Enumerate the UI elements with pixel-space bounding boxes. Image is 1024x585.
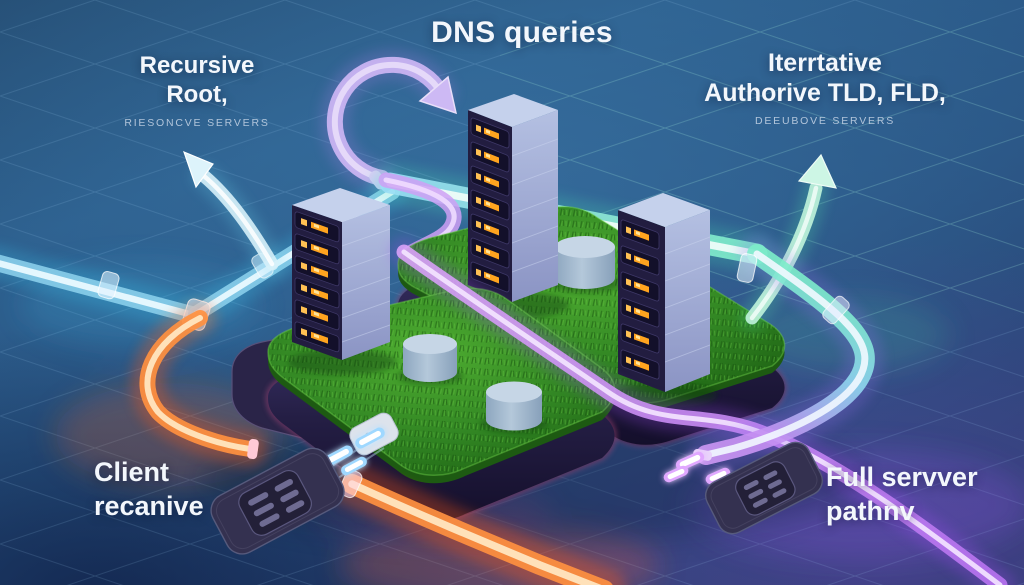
label-iterative-line1: Iterrtative (768, 49, 882, 77)
label-full-server-path: Full servver pathnv (826, 461, 978, 529)
label-recursive-line1: Recursive (139, 52, 255, 79)
server-tower-right (613, 193, 717, 408)
label-iterative: Iterrtative Authorive TLD, FLD, DEEUBOVE… (696, 48, 954, 128)
tube-orange-bottom (330, 462, 626, 585)
label-client-line1: Client (94, 457, 170, 487)
label-client: Client recanive (94, 456, 204, 524)
cylinder-node-front-2 (480, 381, 548, 433)
label-recursive: Recursive Root, RIESONCVE SERVERS (92, 52, 302, 129)
tube-orange-left (130, 301, 267, 466)
cylinder-node-front-1 (397, 334, 463, 385)
label-recursive-caption: RIESONCVE SERVERS (124, 116, 270, 129)
data-packets-purple (663, 451, 731, 485)
label-recursive-line2: Root, (166, 80, 228, 108)
tube-right-bend (687, 235, 884, 474)
title-text: DNS queries (431, 16, 613, 49)
server-device (704, 441, 824, 535)
label-iterative-line2: Authorive TLD, FLD, (704, 79, 946, 107)
client-device (210, 447, 345, 555)
label-full-server-line1: Full servver (826, 462, 978, 492)
cylinder-node-back (549, 236, 621, 293)
label-client-line2: recanive (94, 490, 204, 521)
arrow-up-left-cyan (183, 150, 285, 277)
server-tower-left (288, 188, 396, 375)
label-iterative-caption: DEEUBOVE SERVERS (754, 115, 896, 127)
tube-purple-street (389, 237, 1015, 585)
page-title: DNS queries (392, 16, 652, 50)
label-full-server-line2: pathnv (826, 495, 915, 526)
